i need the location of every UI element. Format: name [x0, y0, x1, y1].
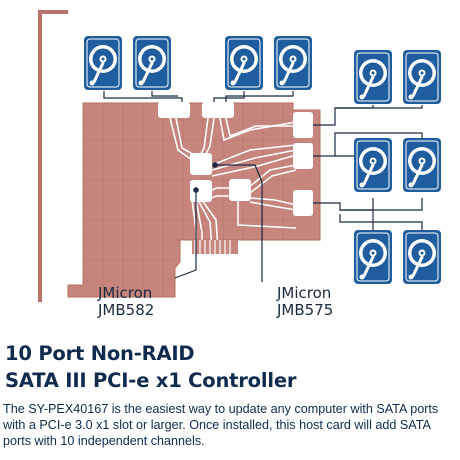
chip-icon — [190, 153, 251, 202]
jmb575-label-brand: JMicron — [277, 284, 332, 302]
jmb582-label-brand: JMicron — [98, 284, 153, 302]
hard-drive-icon — [401, 228, 443, 286]
mounting-bracket — [38, 10, 42, 302]
hard-drive-icon — [352, 228, 394, 286]
jmb582-label-model: JMB582 — [98, 301, 155, 319]
jmb575-label-model: JMB575 — [277, 301, 334, 319]
hard-drive-icon — [401, 48, 443, 106]
pcie-edge-connector — [192, 240, 238, 254]
board-sata-ports — [158, 102, 313, 216]
hard-drive-icon — [82, 34, 124, 92]
headline-line-2: SATA III PCI-e x1 Controller — [5, 369, 297, 392]
product-headline: 10 Port Non-RAID SATA III PCI-e x1 Contr… — [5, 340, 296, 394]
hard-drive-icon — [352, 136, 394, 194]
hard-drive-icon — [352, 48, 394, 106]
drive-wires — [103, 91, 423, 230]
leader-lines — [174, 162, 263, 282]
product-description: The SY-PEX40167 is the easiest way to up… — [3, 402, 439, 448]
card-diagram — [38, 10, 443, 302]
hard-drive-icon — [131, 34, 173, 92]
pcb-grid — [83, 103, 293, 297]
headline-line-1: 10 Port Non-RAID — [5, 342, 195, 365]
pcb-traces — [169, 117, 297, 252]
jmb575-label: JMicron JMB575 — [277, 285, 333, 319]
hard-drive-icon — [272, 34, 314, 92]
hard-drive-icon — [401, 136, 443, 194]
hard-drive-icon — [223, 34, 265, 92]
jmb582-label: JMicron JMB582 — [98, 285, 154, 319]
